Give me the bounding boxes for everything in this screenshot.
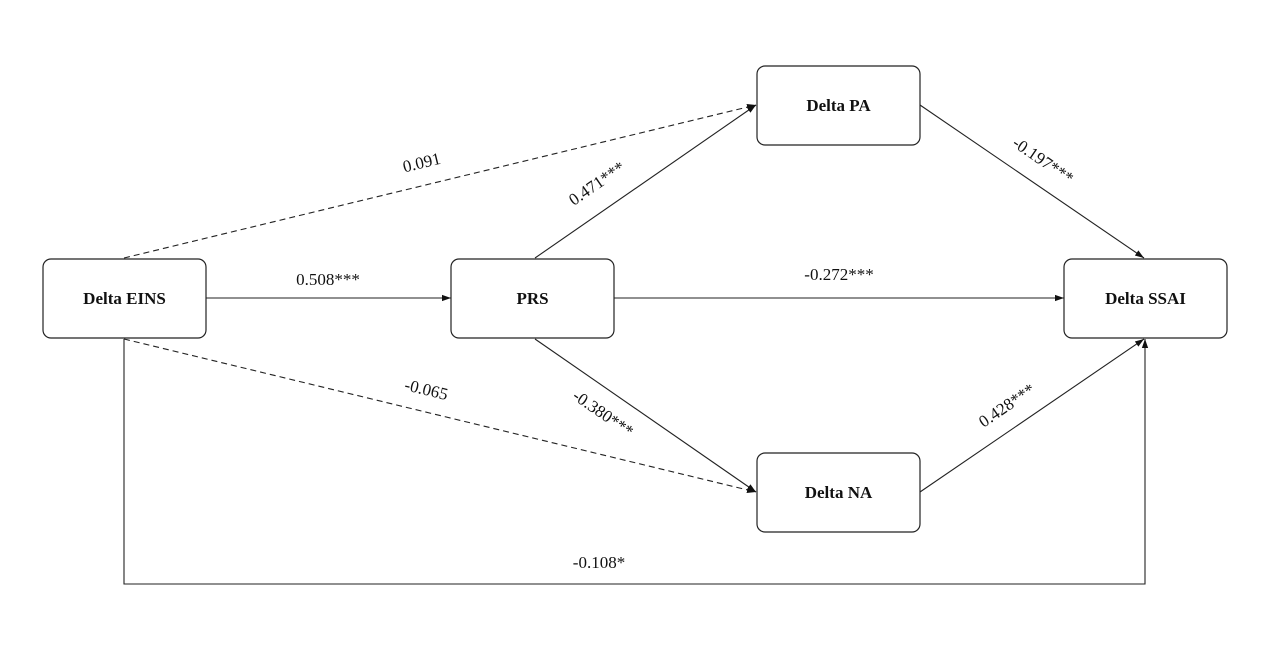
edge-label-na-ssai: 0.428*** (975, 380, 1038, 432)
node-delta-na-label: Delta NA (805, 483, 873, 502)
node-prs: PRS (450, 258, 615, 339)
edge-label-eins-prs: 0.508*** (296, 270, 360, 289)
edge-eins-to-na (123, 338, 757, 493)
node-delta-pa: Delta PA (756, 65, 921, 146)
edge-pa-to-ssai (919, 104, 1145, 259)
edge-label-pa-ssai: -0.197*** (1009, 133, 1077, 188)
edge-na-to-ssai (919, 338, 1145, 493)
edge-label-eins-pa: 0.091 (401, 149, 443, 176)
node-delta-na: Delta NA (756, 452, 921, 533)
node-prs-label: PRS (516, 289, 548, 308)
edge-eins-to-ssai (123, 339, 1149, 585)
edge-label-eins-na: -0.065 (403, 375, 450, 404)
edge-label-prs-ssai: -0.272*** (804, 265, 873, 284)
edge-label-eins-ssai: -0.108* (573, 553, 625, 572)
node-delta-ssai-label: Delta SSAI (1105, 289, 1186, 308)
edge-prs-to-na (534, 338, 757, 493)
edge-label-prs-pa: 0.471*** (565, 158, 628, 210)
node-delta-ssai: Delta SSAI (1063, 258, 1228, 339)
edge-eins-to-pa (123, 104, 757, 259)
node-delta-eins: Delta EINS (42, 258, 207, 339)
node-delta-pa-label: Delta PA (806, 96, 871, 115)
edge-prs-to-pa (534, 104, 757, 259)
node-delta-eins-label: Delta EINS (83, 289, 166, 308)
edge-label-prs-na: -0.380*** (569, 386, 637, 441)
